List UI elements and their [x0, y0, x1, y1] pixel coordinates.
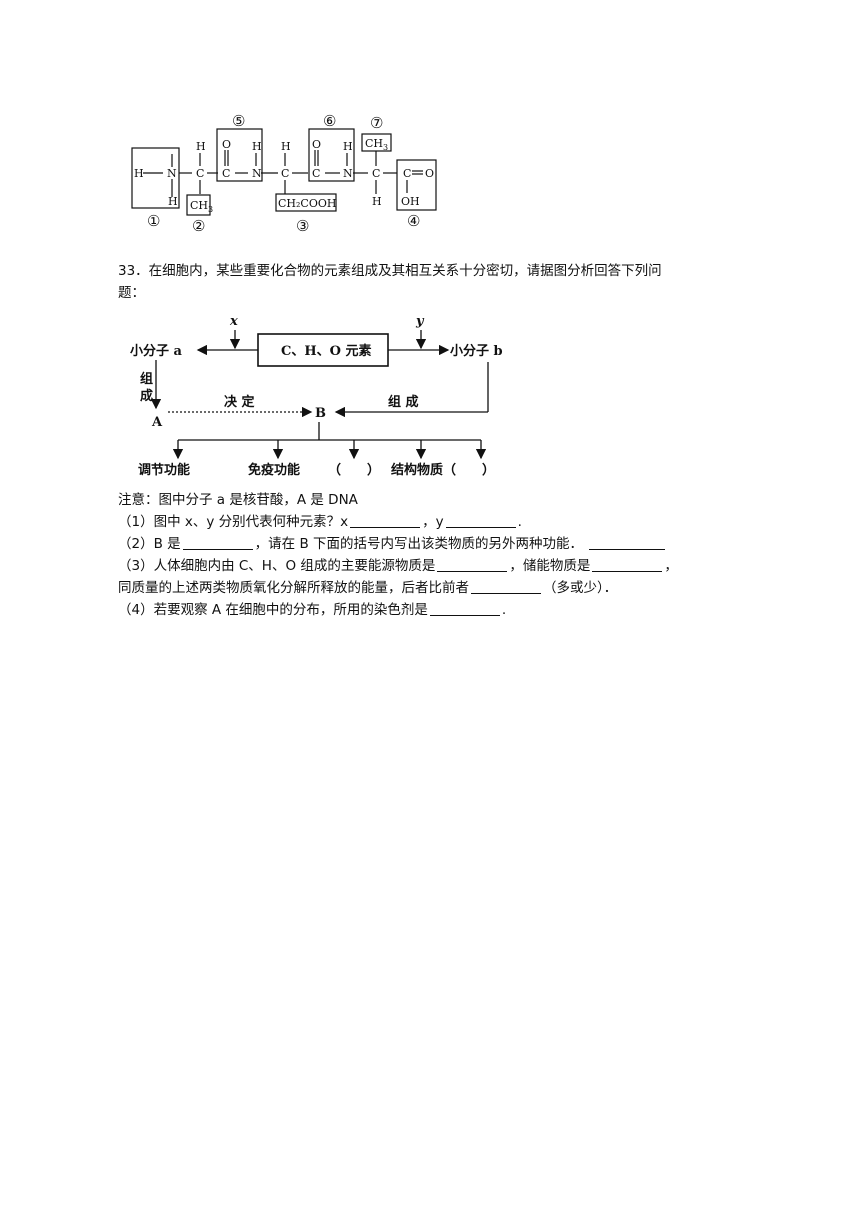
box-5	[216, 128, 263, 182]
node-A: A	[151, 415, 163, 430]
label-2: ②	[192, 217, 205, 235]
atom-h: H	[343, 140, 353, 153]
atom-o: O	[425, 167, 434, 180]
peptide-structure-diagram: ① ② ⑤ ③ ⑥ ⑦ ④ H N H H C CH3 O C H N H C …	[131, 112, 437, 235]
q3-line-2: 同质量的上述两类物质氧化分解所释放的能量，后者比前者（多或少）．	[118, 579, 618, 596]
small-molecule-b: 小分子 b	[450, 343, 503, 359]
y-label: y	[415, 314, 425, 329]
hydroxyl-group: OH	[401, 195, 420, 208]
label-4: ④	[407, 212, 420, 230]
label-5: ⑤	[232, 112, 245, 130]
answer-blank-more-less[interactable]	[471, 579, 541, 594]
atom-n: N	[167, 167, 177, 180]
answer-blank-energy-source[interactable]	[437, 557, 508, 572]
box-4	[396, 159, 437, 211]
question-stem: 33．在细胞内，某些重要化合物的元素组成及其相互关系十分密切，请据图分析回答下列…	[118, 260, 746, 304]
compose-right-label: 组 成	[388, 394, 419, 410]
small-molecule-a: 小分子 a	[130, 343, 183, 359]
atom-h: H	[134, 167, 144, 180]
atom-n: N	[252, 167, 262, 180]
label-7: ⑦	[370, 114, 383, 132]
answer-blank-storage[interactable]	[592, 557, 663, 572]
answer-blank-b[interactable]	[182, 535, 253, 550]
decide-label: 决 定	[224, 394, 255, 410]
atom-o: O	[222, 138, 231, 151]
box-1	[131, 147, 180, 209]
box-3	[275, 193, 337, 212]
q3-line: （3）人体细胞内由 C、H、O 组成的主要能源物质是，储能物质是，	[118, 557, 678, 574]
compose-left-1: 组	[140, 371, 153, 387]
note-line: 注意：图中分子 a 是核苷酸，A 是 DNA	[118, 492, 358, 508]
atom-h: H	[196, 140, 206, 153]
function-blank: （ ）	[328, 462, 380, 478]
question-line-2: 题：	[118, 285, 145, 301]
atom-c: C	[312, 167, 320, 180]
box-6	[308, 128, 355, 182]
label-1: ①	[147, 212, 160, 230]
compound-relationship-diagram: x y 小分子 a C、H、O 元素 小分子 b 组 成 A 决 定 B 组 成…	[130, 314, 503, 478]
ch3-group: CH3	[190, 199, 213, 214]
node-B: B	[315, 406, 326, 421]
function-structural: 结构物质（ ）	[391, 462, 495, 478]
atom-h: H	[372, 195, 382, 208]
atom-h: H	[168, 195, 178, 208]
x-label: x	[229, 314, 238, 329]
answer-blank-stain[interactable]	[429, 601, 500, 616]
atom-c: C	[372, 167, 380, 180]
questions-block: 注意：图中分子 a 是核苷酸，A 是 DNA （1）图中 x、y 分别代表何种元…	[118, 489, 746, 621]
atom-h: H	[281, 140, 291, 153]
function-regulation: 调节功能	[138, 462, 190, 478]
function-immunity: 免疫功能	[248, 462, 300, 478]
label-6: ⑥	[323, 112, 336, 130]
label-3: ③	[296, 217, 309, 235]
atom-c: C	[403, 167, 411, 180]
answer-blank-x[interactable]	[350, 513, 421, 528]
q1-line: （1）图中 x、y 分别代表何种元素？x，y.	[118, 513, 522, 530]
atom-o: O	[312, 138, 321, 151]
compose-left-2: 成	[140, 388, 153, 404]
answer-blank-y[interactable]	[445, 513, 516, 528]
atom-c: C	[281, 167, 289, 180]
atom-h: H	[252, 140, 262, 153]
answer-blank-functions[interactable]	[589, 535, 665, 550]
atom-c: C	[196, 167, 204, 180]
atom-n: N	[343, 167, 353, 180]
box-2	[186, 194, 211, 216]
ch2cooh-group: CH₂COOH	[278, 197, 336, 210]
atom-c: C	[222, 167, 230, 180]
elements-label: C、H、O 元素	[281, 343, 371, 359]
ch3-group: CH3	[365, 137, 388, 152]
q2-line: （2）B 是，请在 B 下面的括号内写出该类物质的另外两种功能．	[118, 533, 746, 555]
q4-line: （4）若要观察 A 在细胞中的分布，所用的染色剂是.	[118, 601, 507, 618]
question-line-1: 33．在细胞内，某些重要化合物的元素组成及其相互关系十分密切，请据图分析回答下列…	[118, 263, 662, 279]
